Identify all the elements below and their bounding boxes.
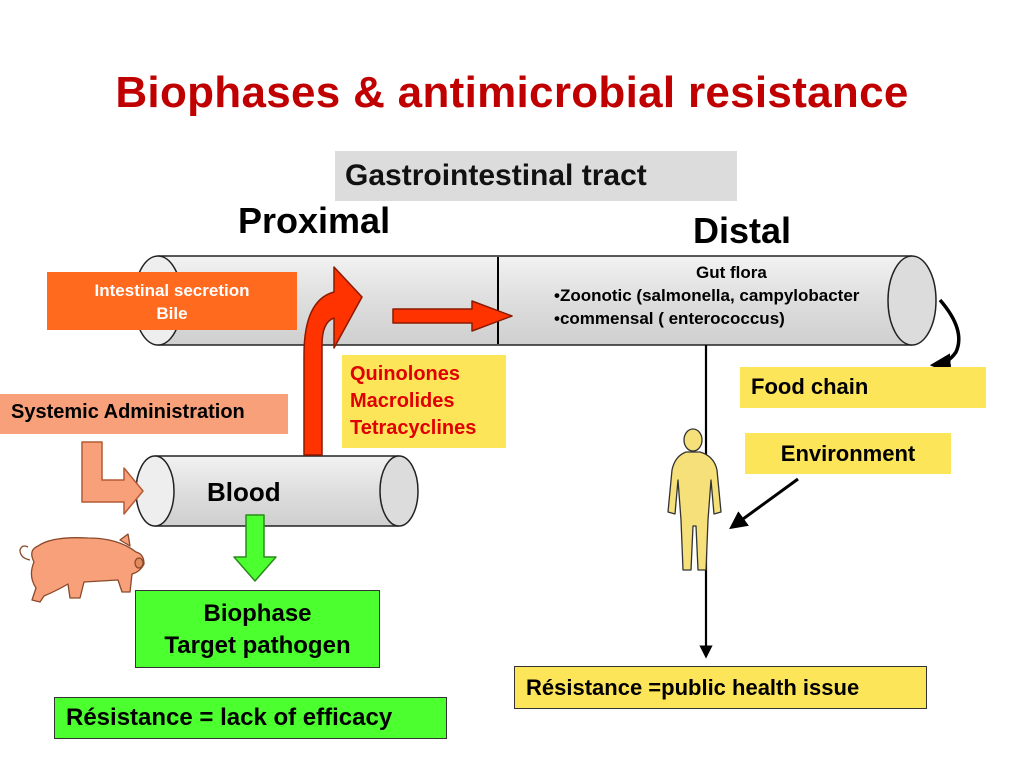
blood-label: Blood <box>207 477 281 507</box>
distal-label: Distal <box>693 210 792 251</box>
environment-box: Environment <box>745 433 951 474</box>
drug-class: Quinolones <box>350 363 460 385</box>
resistance-public-health-box: Résistance =public health issue <box>514 666 927 709</box>
biophase-line: Biophase <box>203 600 312 627</box>
slide-title: Biophases & antimicrobial resistance <box>115 68 909 117</box>
gut-flora-text: Gut flora •Zoonotic (salmonella, campylo… <box>554 261 924 330</box>
red-horizontal-arrow <box>392 300 513 332</box>
food-chain-box: Food chain <box>740 367 986 408</box>
environment-to-human-arrow <box>729 477 799 530</box>
biophase-line: Target pathogen <box>164 632 351 659</box>
gi-tract-label: Gastrointestinal tract <box>335 151 737 201</box>
intestinal-secretion-box: Intestinal secretion Bile <box>47 272 297 330</box>
drug-class: Macrolides <box>350 390 455 412</box>
blood-tube <box>135 455 419 527</box>
proximal-label: Proximal <box>238 200 391 241</box>
human-figure-icon <box>667 428 722 571</box>
drug-class: Tetracyclines <box>350 417 477 439</box>
secretion-line: Bile <box>156 304 188 323</box>
biophase-box: Biophase Target pathogen <box>135 590 380 668</box>
tube-to-food-chain-arrow <box>929 298 961 375</box>
resistance-efficacy-box: Résistance = lack of efficacy <box>54 697 447 739</box>
gut-flora-item: •Zoonotic (salmonella, campylobacter <box>554 286 860 305</box>
systemic-administration-box: Systemic Administration <box>0 394 288 434</box>
pig-icon <box>19 533 145 603</box>
systemic-to-blood-arrow <box>81 441 144 515</box>
blood-to-biophase-arrow <box>233 514 277 582</box>
secretion-line: Intestinal secretion <box>94 281 250 300</box>
gut-flora-item: •commensal ( enterococcus) <box>554 309 785 328</box>
drug-classes-box: Quinolones Macrolides Tetracyclines <box>342 355 506 448</box>
red-curved-arrow <box>303 266 363 456</box>
gut-flora-heading: Gut flora <box>696 263 767 282</box>
